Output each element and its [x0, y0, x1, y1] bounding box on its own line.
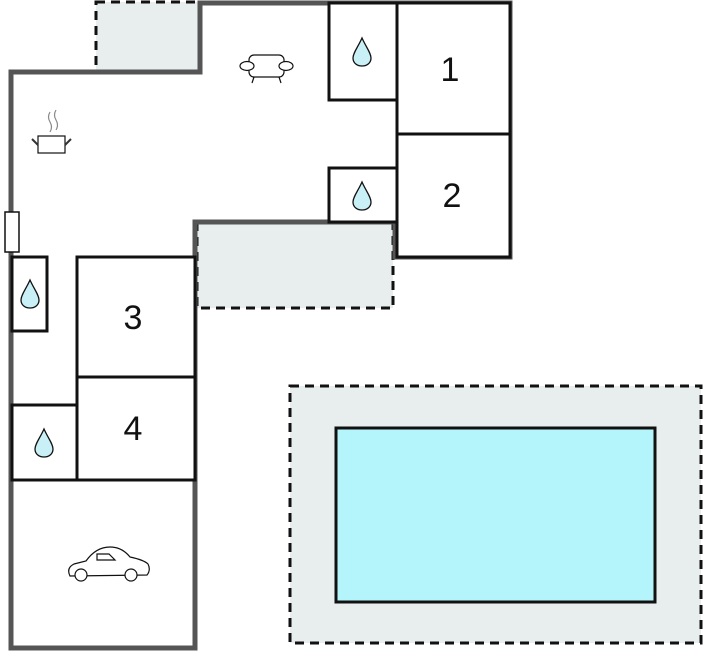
- room-label-3: 3: [124, 299, 143, 337]
- room-label-4: 4: [124, 410, 143, 448]
- window: [4, 211, 20, 253]
- terrace-top: [94, 0, 202, 74]
- bedroom-1: [395, 1, 512, 136]
- car-icon: [68, 546, 150, 582]
- bathroom-2: [327, 166, 399, 224]
- swimming-pool: [334, 426, 657, 604]
- cooking-pot-icon: [31, 109, 72, 154]
- exterior-wall: [8, 0, 513, 651]
- terrace-middle: [195, 220, 395, 310]
- room-label-2: 2: [443, 177, 462, 215]
- room-label-1: 1: [441, 51, 460, 89]
- sofa-icon: [239, 54, 294, 84]
